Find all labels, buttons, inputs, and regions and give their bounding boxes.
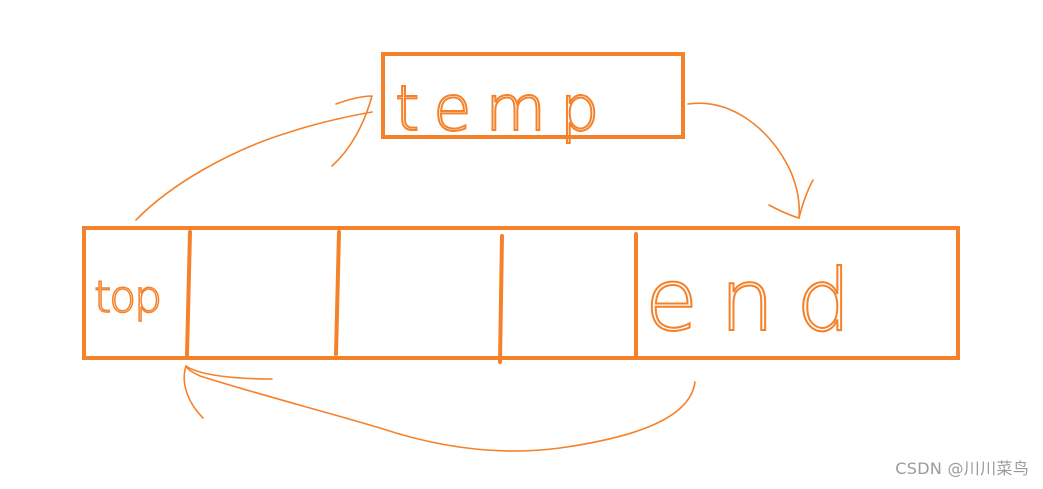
arrow-end-to-top-head (183, 365, 273, 419)
arrow-top-to-temp-head (331, 95, 373, 167)
temp-label: temp (395, 72, 613, 145)
arrow-top-to-temp (135, 111, 373, 221)
array-divider (185, 230, 192, 357)
arrow-end-to-top (185, 365, 696, 452)
array-divider (334, 230, 341, 356)
array-divider (498, 234, 504, 364)
watermark: CSDN @川川菜鸟 (895, 459, 1029, 478)
arrow-temp-to-end (687, 102, 801, 219)
end-label: end (645, 251, 873, 351)
arrow-temp-to-end-head (768, 179, 814, 219)
temp-box (381, 52, 685, 139)
array-box (82, 226, 960, 360)
top-label: top (94, 272, 160, 323)
